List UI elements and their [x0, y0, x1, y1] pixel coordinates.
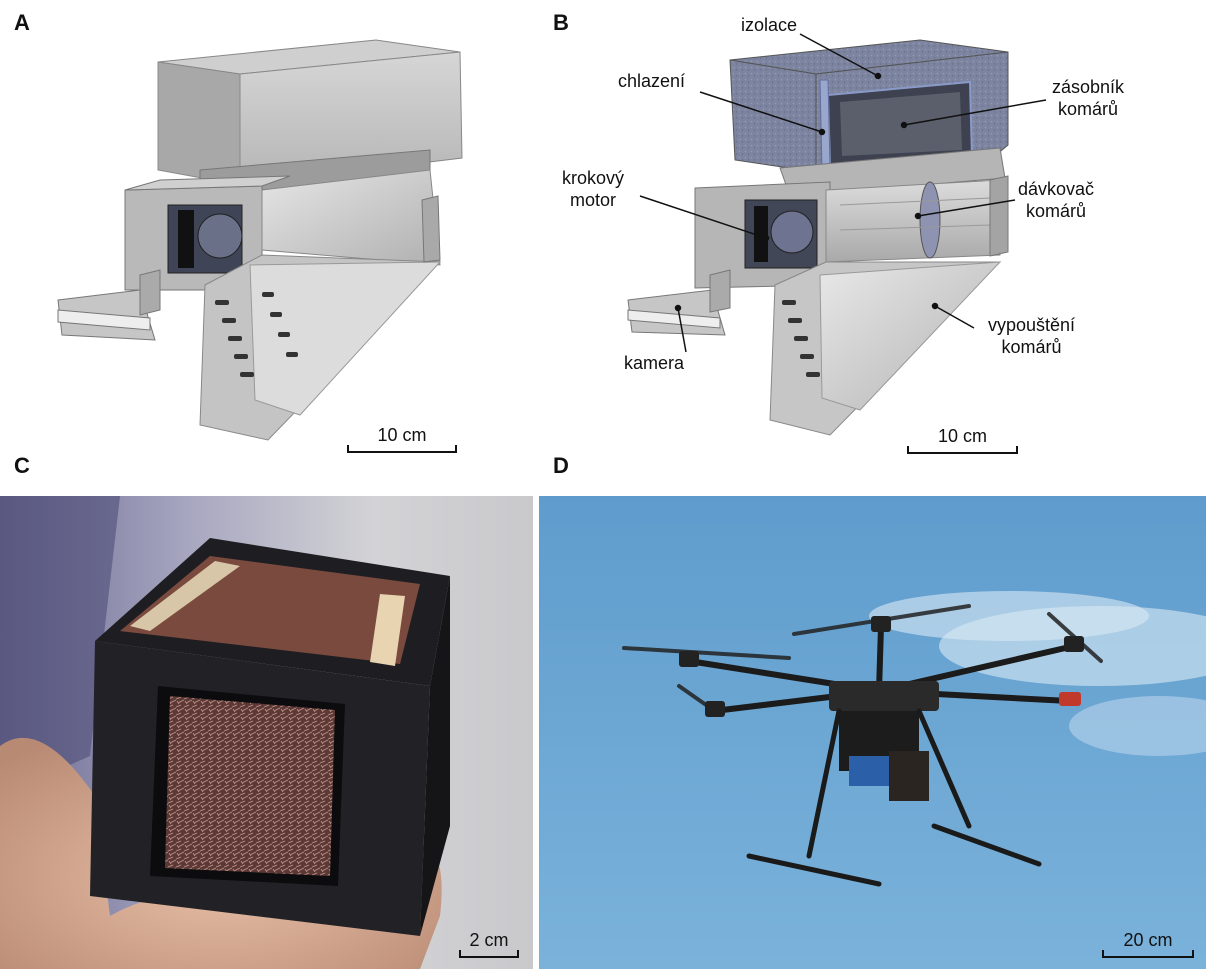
panel-c-scale-label: 2 cm — [469, 930, 509, 950]
panel-a-cad-drawing — [57, 39, 463, 441]
label-vypousteni-line1: vypouštění — [988, 315, 1076, 335]
panel-d-photo-illustration — [539, 496, 1206, 969]
label-davkovac-line1: dávkovač — [1018, 179, 1095, 199]
panel-b-scale-bar: 10 cm — [907, 426, 1018, 454]
panel-c-scale-line — [459, 950, 519, 958]
panel-d-scale-label: 20 cm — [1123, 930, 1173, 950]
panel-a-letter: A — [14, 10, 30, 35]
panel-b-cad-drawing — [627, 33, 1047, 436]
panel-a-scale-bar: 10 cm — [347, 425, 457, 453]
label-izolace: izolace — [741, 15, 798, 35]
panel-d-scale-bar: 20 cm — [1102, 930, 1194, 958]
panel-a-scale-label: 10 cm — [377, 425, 427, 445]
label-vypousteni-komaru: vypouštění komárů — [988, 314, 1075, 358]
panel-a-scale-line — [347, 445, 457, 453]
panel-d-photo — [539, 496, 1206, 969]
panel-d-scale-line — [1102, 950, 1194, 958]
label-vypousteni-line2: komárů — [1001, 337, 1062, 357]
label-davkovac-komaru: dávkovač komárů — [1018, 178, 1094, 222]
label-kamera: kamera — [624, 353, 685, 373]
panel-b-scale-line — [907, 446, 1018, 454]
label-krokovy-line2: motor — [570, 190, 617, 210]
label-chlazeni: chlazení — [618, 71, 686, 91]
label-zasobnik-komaru: zásobník komárů — [1052, 76, 1124, 120]
label-krokovy-motor: krokový motor — [562, 167, 624, 211]
label-zasobnik-line2: komárů — [1058, 99, 1119, 119]
panel-d-letter: D — [553, 453, 569, 478]
panel-c-letter: C — [14, 453, 30, 478]
label-krokovy-line1: krokový — [562, 168, 625, 188]
panel-c-photo — [0, 496, 533, 969]
panel-b-scale-label: 10 cm — [937, 426, 988, 446]
panel-c-scale-bar: 2 cm — [459, 930, 519, 958]
panel-b-letter: B — [553, 10, 569, 35]
panel-c-photo-illustration — [0, 496, 533, 969]
label-davkovac-line2: komárů — [1026, 201, 1087, 221]
label-zasobnik-line1: zásobník — [1052, 77, 1125, 97]
